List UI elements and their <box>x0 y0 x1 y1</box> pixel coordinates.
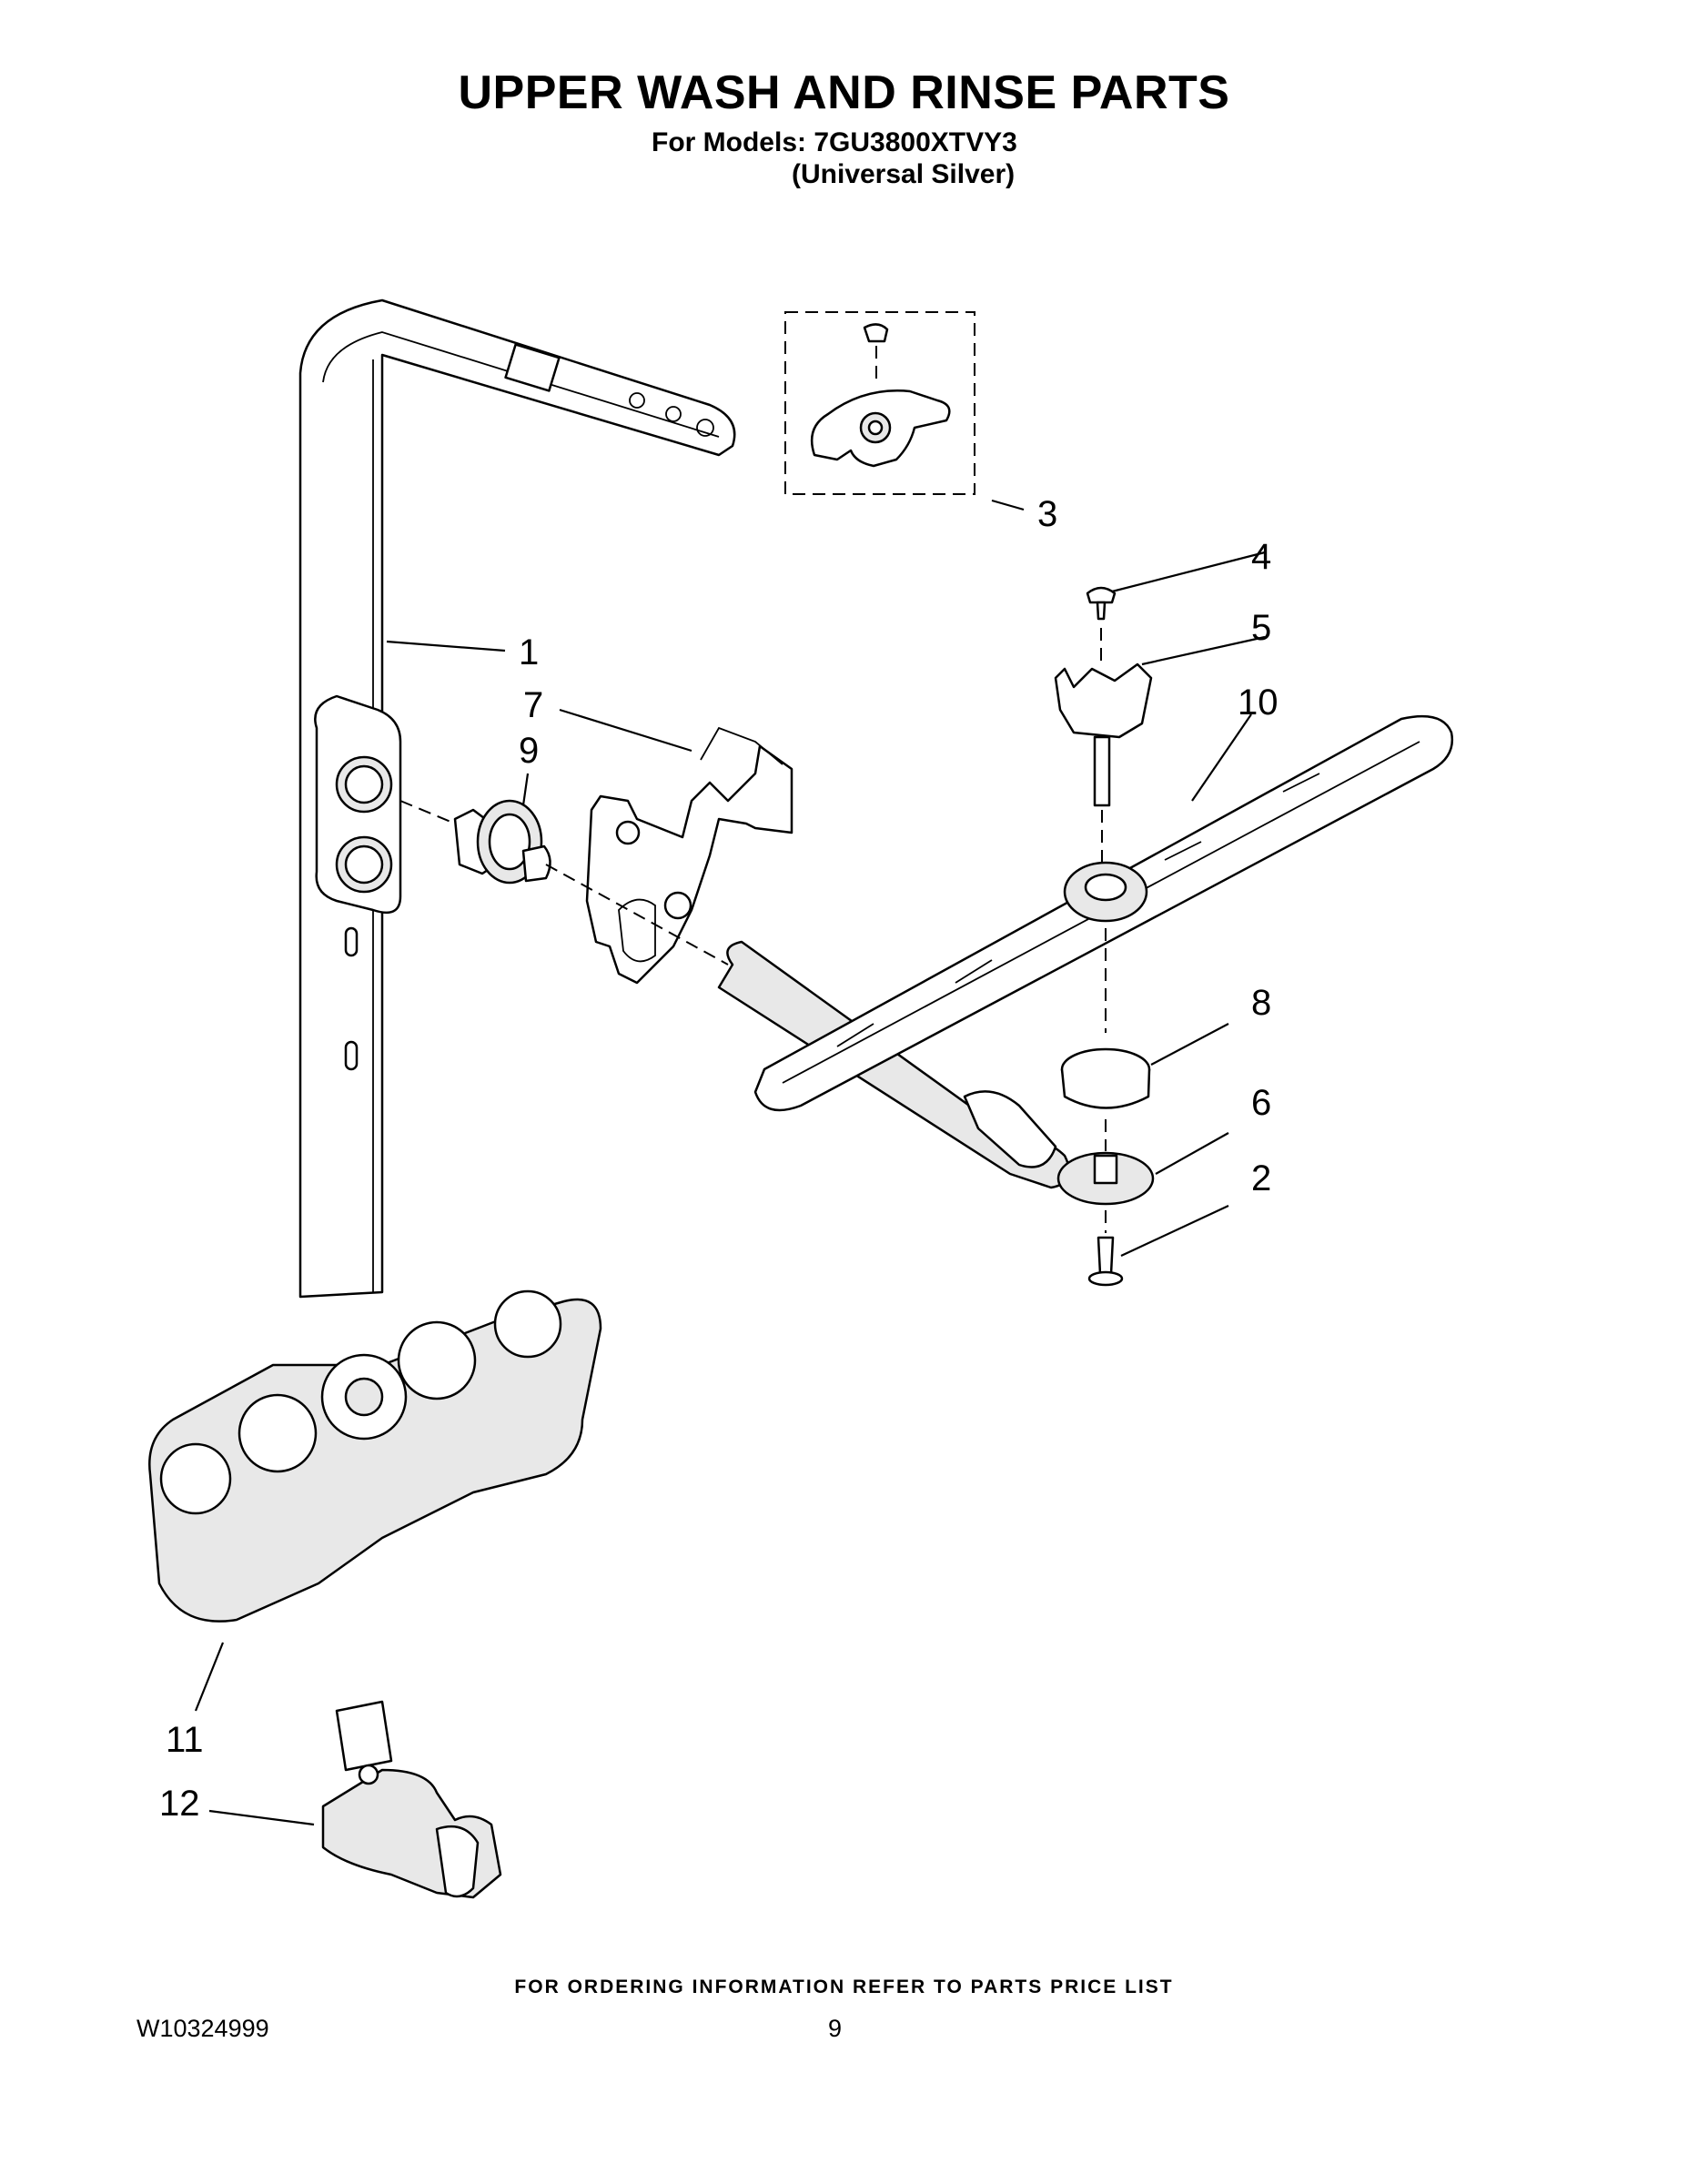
hub-part-6 <box>1056 1119 1155 1233</box>
ring-part-8 <box>1060 928 1151 1109</box>
screw-part-4 <box>1086 586 1117 621</box>
callout-5: 5 <box>1251 608 1271 648</box>
spray-arm-part-10 <box>717 714 1454 1189</box>
upper-wash-tube-part <box>298 298 736 1299</box>
callout-3: 3 <box>1037 494 1057 534</box>
callout-9: 9 <box>519 731 539 771</box>
callout-8: 8 <box>1251 983 1271 1023</box>
document-number: W10324999 <box>136 2015 269 2042</box>
bearing-part-5 <box>1054 628 1153 869</box>
models-line: For Models: 7GU3800XTVY3 <box>652 127 1017 157</box>
callout-12: 12 <box>159 1784 200 1824</box>
models-subtitle: (Universal Silver) <box>792 159 1016 189</box>
callout-4: 4 <box>1251 537 1271 577</box>
ordering-note: FOR ORDERING INFORMATION REFER TO PARTS … <box>514 1977 1174 1997</box>
callout-10: 10 <box>1238 682 1279 723</box>
callout-7: 7 <box>523 685 543 725</box>
page-title: UPPER WASH AND RINSE PARTS <box>458 66 1230 119</box>
callout-6: 6 <box>1251 1083 1271 1123</box>
bracket-part-7 <box>585 726 793 985</box>
callout-11: 11 <box>166 1720 204 1760</box>
callout-2: 2 <box>1251 1158 1271 1198</box>
callout-1: 1 <box>519 632 539 672</box>
page-number: 9 <box>828 2015 843 2042</box>
screw-part-2 <box>1087 1236 1124 1287</box>
valve-part-9 <box>399 799 729 966</box>
leader-lines <box>194 499 1266 1826</box>
spray-manifold-part-11 <box>148 1289 602 1623</box>
diverter-part-12 <box>321 1700 502 1899</box>
part-3-assembly <box>784 311 975 495</box>
